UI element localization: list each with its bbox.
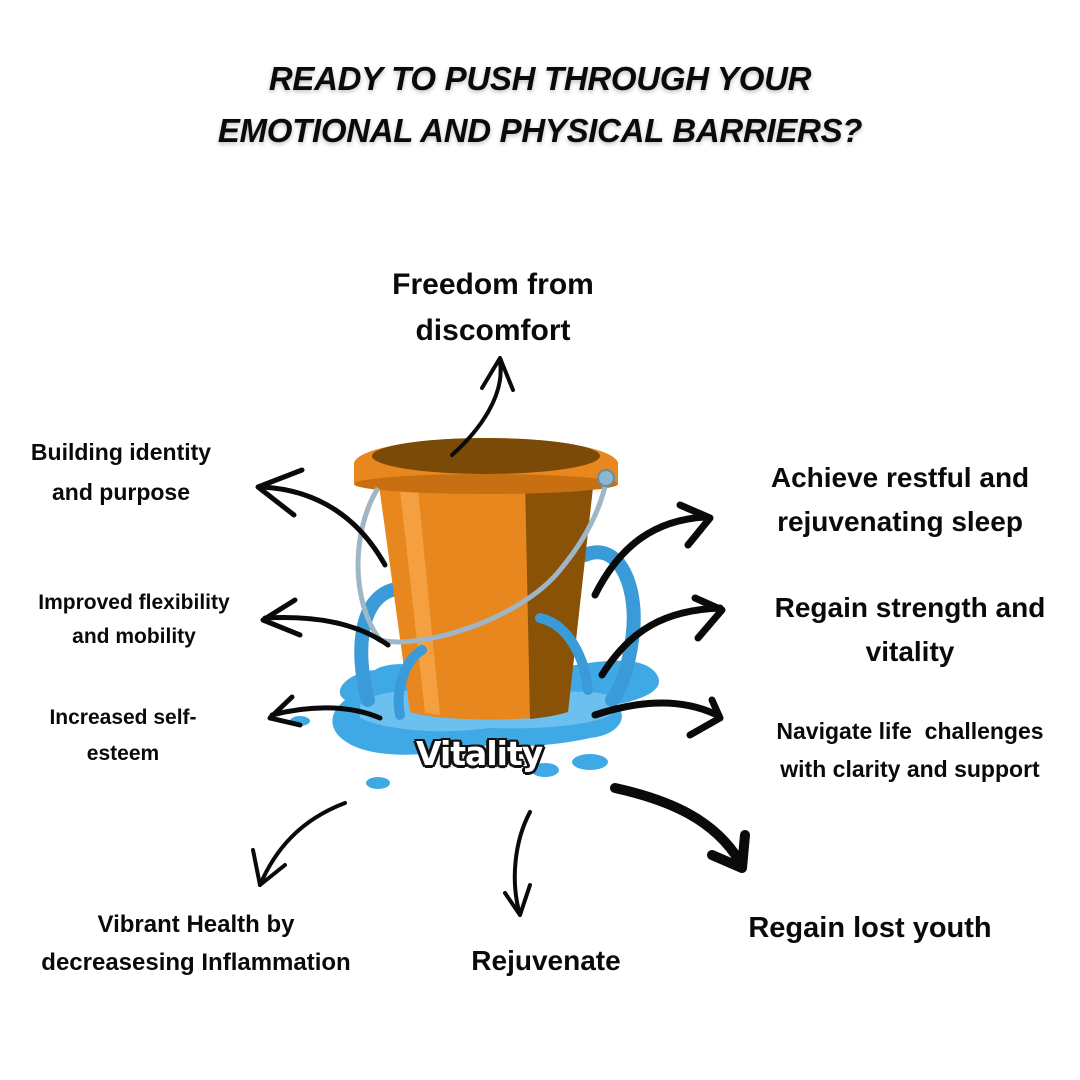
handle-rivet — [597, 469, 615, 487]
arrow-left-middle-icon — [260, 597, 391, 648]
benefit-top-line1: Freedom from — [392, 268, 594, 301]
headline-line-1: READY TO PUSH THROUGH YOUR — [268, 60, 812, 97]
benefit-top-line2: discomfort — [415, 314, 571, 347]
benefit-right-1-line2: rejuvenating sleep — [777, 506, 1023, 537]
center-label-vitality: Vitality — [416, 734, 543, 773]
benefit-right-3-line1: Navigate life challenges — [776, 718, 1044, 744]
arrow-right-middle-icon — [598, 594, 726, 679]
bucket-body — [354, 438, 618, 720]
water-spout-front-right — [535, 613, 593, 695]
benefit-right-2-line2: vitality — [865, 636, 955, 667]
benefit-left-1-line2: and purpose — [51, 479, 190, 505]
benefit-left-2: Improved flexibility and mobility — [0, 586, 268, 654]
benefit-left-1-line1: Building identity — [30, 439, 212, 465]
arrow-down-center-icon — [503, 810, 532, 917]
arrow-down-right-icon — [610, 783, 750, 873]
arrow-right-top-icon — [591, 501, 714, 599]
benefit-bottom-left-line2: decreasesing Inflammation — [41, 949, 351, 976]
benefit-bottom-left-line1: Vibrant Health by — [97, 911, 295, 938]
benefit-bottom-right-line1: Regain lost youth — [748, 912, 992, 944]
benefit-right-1: Achieve restful and rejuvenating sleep — [735, 456, 1065, 544]
benefit-right-3: Navigate life challenges with clarity an… — [740, 712, 1080, 788]
benefit-right-2: Regain strength and vitality — [745, 586, 1075, 674]
arrow-right-bottom-icon — [591, 696, 724, 739]
arrow-left-bottom-icon — [267, 694, 383, 728]
benefit-left-3-line1: Increased self- — [49, 706, 197, 729]
bucket-handle — [355, 481, 609, 645]
benefit-bottom-center-line1: Rejuvenate — [471, 945, 621, 976]
water-spout-front-left — [393, 645, 427, 720]
benefit-right-2-line1: Regain strength and — [774, 592, 1046, 623]
benefit-left-2-line1: Improved flexibility — [38, 591, 230, 614]
arrow-left-top-icon — [255, 467, 388, 568]
benefit-left-3: Increased self- esteem — [18, 700, 228, 772]
benefit-bottom-left: Vibrant Health by decreasesing Inflammat… — [0, 906, 392, 982]
benefit-top: Freedom from discomfort — [340, 262, 646, 354]
arrow-up-icon — [450, 356, 515, 457]
benefit-right-3-line2: with clarity and support — [780, 756, 1040, 782]
benefit-left-2-line2: and mobility — [72, 625, 196, 648]
benefit-left-1: Building identity and purpose — [0, 432, 242, 512]
benefit-right-1-line1: Achieve restful and — [770, 462, 1030, 493]
headline-line-2: EMOTIONAL AND PHYSICAL BARRIERS? — [217, 112, 863, 149]
benefit-bottom-center: Rejuvenate — [440, 942, 652, 980]
arrow-down-left-icon — [251, 801, 347, 887]
benefit-bottom-right: Regain lost youth — [715, 908, 1025, 948]
benefit-left-3-line2: esteem — [86, 742, 160, 765]
